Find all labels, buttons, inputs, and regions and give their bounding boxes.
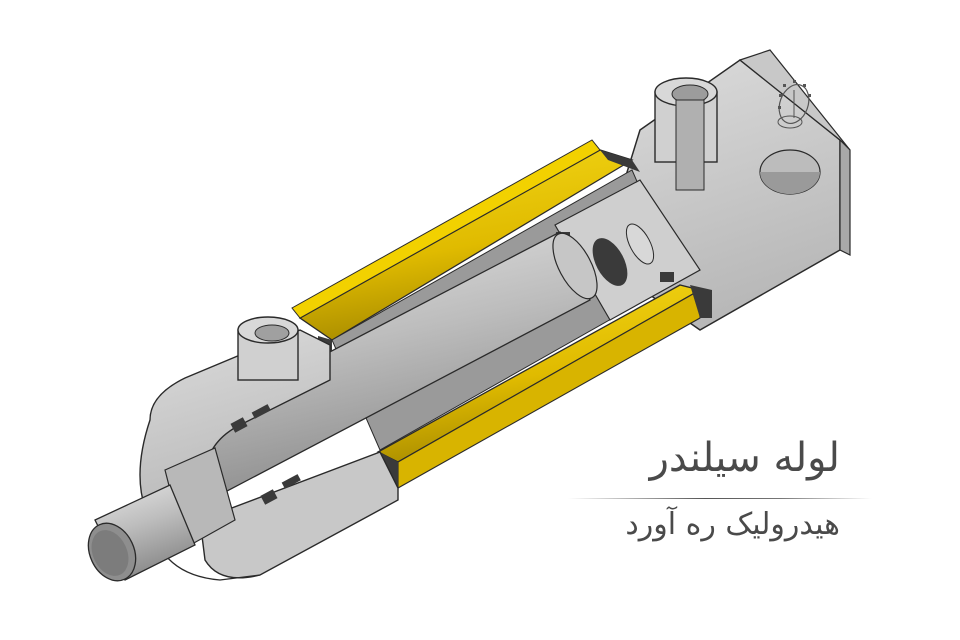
rod-end: [87, 447, 236, 582]
company-logo-icon: [777, 80, 811, 129]
caption-subtitle: هیدرولیک ره آورد: [625, 507, 840, 542]
barrel-tube-lower: [376, 284, 712, 489]
caption-divider: [568, 498, 872, 499]
front-port-fitting: [237, 316, 299, 381]
rear-port-fitting: [654, 77, 718, 191]
caption-block: لوله سیلندر هیدرولیک ره آورد: [560, 430, 880, 560]
caption-title: لوله سیلندر: [649, 435, 840, 481]
